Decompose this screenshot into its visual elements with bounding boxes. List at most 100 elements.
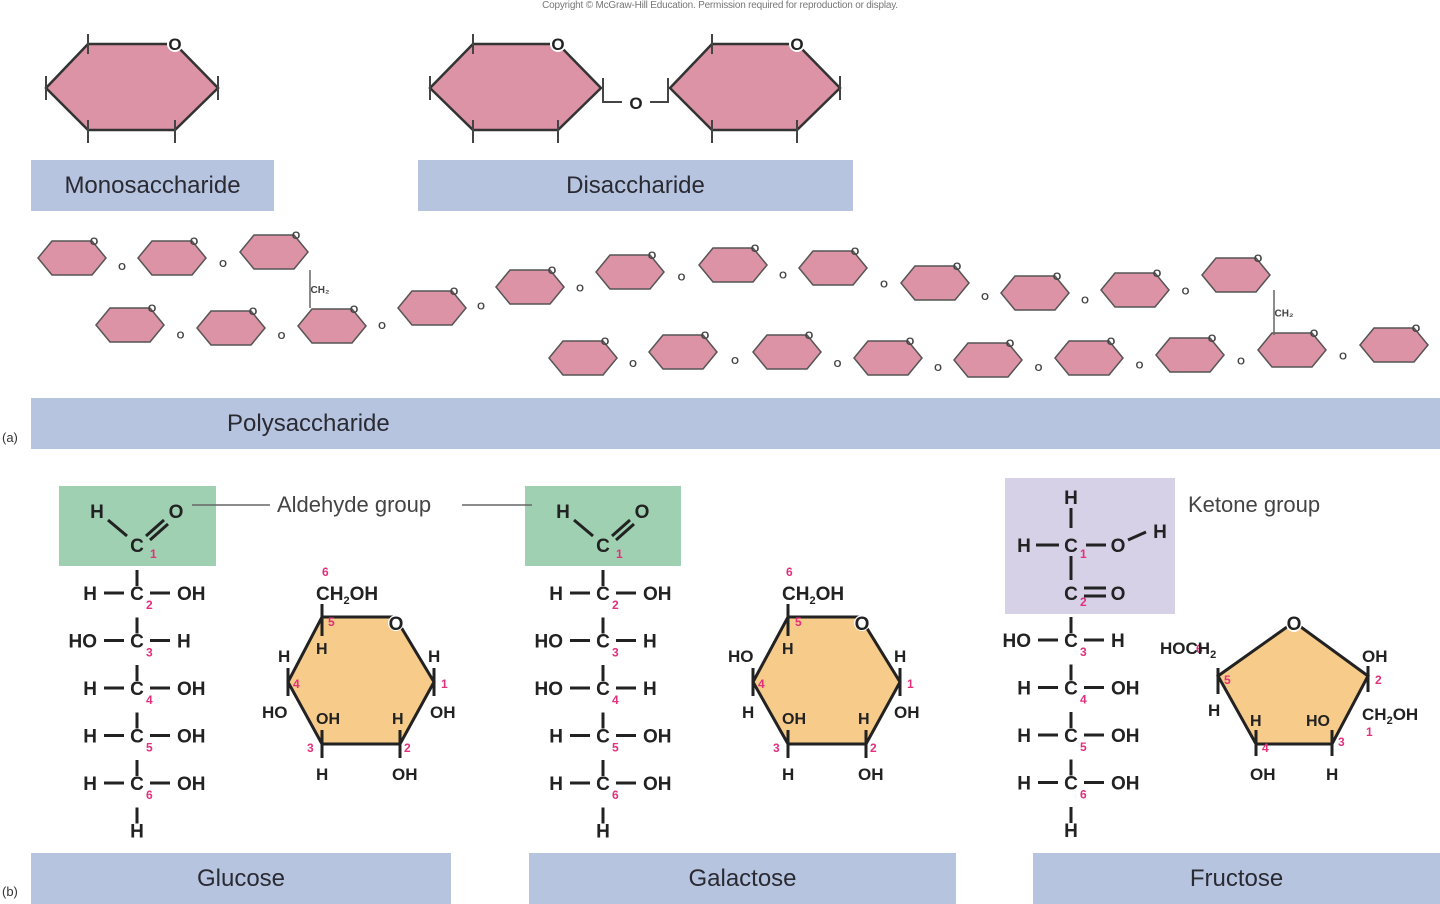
glucose-unit (853, 340, 923, 376)
glucose-unit (648, 334, 718, 370)
svg-text:C: C (1064, 679, 1078, 700)
glycosidic-link: O (1182, 287, 1190, 298)
svg-text:H: H (316, 641, 328, 658)
svg-text:6: 6 (1196, 642, 1203, 656)
svg-text:C: C (596, 727, 610, 748)
svg-text:O: O (855, 614, 870, 635)
svg-text:4: 4 (146, 693, 153, 707)
galactose-aldehyde-head: H O C 1 (556, 502, 649, 561)
glycosidic-link: O (278, 331, 286, 342)
substituent-left: HO (1003, 631, 1032, 652)
ring-oxygen: O (953, 261, 962, 273)
svg-text:6: 6 (1080, 788, 1087, 802)
svg-text:O: O (1111, 584, 1126, 605)
svg-text:C: C (1064, 631, 1078, 652)
glucose-unit (137, 240, 207, 276)
svg-text:H: H (428, 647, 440, 666)
glycosidic-link: O (731, 356, 739, 367)
glycosidic-link: O (177, 331, 185, 342)
ring-oxygen: O (450, 286, 459, 298)
svg-text:C: C (130, 584, 144, 605)
svg-text:OH: OH (392, 765, 418, 784)
svg-text:6: 6 (786, 565, 793, 579)
glucose-unit (1359, 327, 1429, 363)
glucose-unit (37, 240, 107, 276)
svg-text:1: 1 (907, 677, 914, 691)
svg-text:H: H (858, 711, 870, 728)
substituent-left: H (1017, 679, 1031, 700)
svg-text:3: 3 (146, 646, 153, 660)
svg-text:3: 3 (1338, 735, 1345, 749)
svg-text:C: C (130, 727, 144, 748)
ring-oxygen: O (1208, 333, 1217, 345)
ring-oxygen: O (648, 250, 657, 262)
svg-text:5: 5 (795, 615, 802, 629)
fructose-ketone-head: H H C 1 O H C 2 O (1017, 488, 1167, 609)
glycosidic-link: O (477, 302, 485, 313)
galactose-ring: O 6 CH2OH 5 H HO 4 H OH 3 H H 2 OH H 1 O… (728, 565, 920, 784)
glucose-unit (595, 254, 665, 290)
svg-text:C: C (596, 774, 610, 795)
glycosidic-link: O (834, 359, 842, 370)
svg-text:OH: OH (894, 703, 920, 722)
glycosidic-link: O (629, 359, 637, 370)
glycosidic-link: O (378, 321, 386, 332)
glycosidic-link: O (576, 284, 584, 295)
fructose-label: Fructose (1033, 853, 1440, 904)
glucose-unit (397, 290, 467, 326)
substituent-left: H (83, 584, 97, 605)
svg-text:H: H (1153, 522, 1167, 543)
ring-oxygen: O (249, 306, 258, 318)
svg-text:H: H (782, 641, 794, 658)
svg-text:OH: OH (430, 703, 456, 722)
glucose-unit (1155, 337, 1225, 373)
glucose-unit (798, 250, 868, 286)
ring-oxygen: O (1107, 336, 1116, 348)
svg-text:C: C (130, 774, 144, 795)
substituent-left: H (1017, 774, 1031, 795)
ring-oxygen: O (350, 304, 359, 316)
svg-text:H: H (1064, 821, 1078, 842)
svg-text:OH: OH (316, 711, 340, 728)
substituent-right: H (643, 679, 657, 700)
svg-text:OH: OH (1250, 765, 1276, 784)
substituent-left: H (549, 727, 563, 748)
substituent-right: OH (643, 584, 672, 605)
substituent-left: HO (69, 632, 98, 653)
ring-oxygen: O (1006, 338, 1015, 350)
glycosidic-link: O (779, 271, 787, 282)
panel-a-letter: (a) (2, 430, 18, 445)
svg-text:CH2OH: CH2OH (316, 584, 378, 607)
ring-oxygen: O (851, 246, 860, 258)
svg-text:5: 5 (1080, 740, 1087, 754)
glycosidic-link: O (118, 262, 126, 273)
svg-text:H: H (316, 765, 328, 784)
svg-text:H: H (1250, 713, 1262, 730)
svg-text:H: H (596, 822, 610, 843)
svg-text:H: H (1208, 701, 1220, 720)
svg-text:2: 2 (146, 598, 153, 612)
substituent-left: H (549, 584, 563, 605)
ring-oxygen: O (601, 336, 610, 348)
glycosidic-link: O (219, 259, 227, 270)
monosaccharide-ring: O (44, 34, 220, 143)
svg-text:OH: OH (858, 765, 884, 784)
disaccharide-rings: O O O (428, 34, 842, 143)
svg-text:4: 4 (1080, 693, 1087, 707)
svg-text:O: O (635, 502, 650, 523)
glucose-unit (1054, 340, 1124, 376)
svg-text:CH2OH: CH2OH (1362, 705, 1418, 727)
glucose-unit (1257, 332, 1327, 368)
svg-text:C: C (596, 632, 610, 653)
svg-text:5: 5 (1224, 673, 1231, 687)
svg-text:O: O (1111, 536, 1126, 557)
svg-text:C: C (1064, 536, 1078, 557)
substituent-right: H (177, 632, 191, 653)
svg-text:H: H (392, 711, 404, 728)
substituent-left: H (549, 774, 563, 795)
glucose-unit (900, 265, 970, 301)
svg-text:C: C (1064, 584, 1078, 605)
glucose-unit (953, 342, 1023, 378)
svg-text:3: 3 (1080, 645, 1087, 659)
